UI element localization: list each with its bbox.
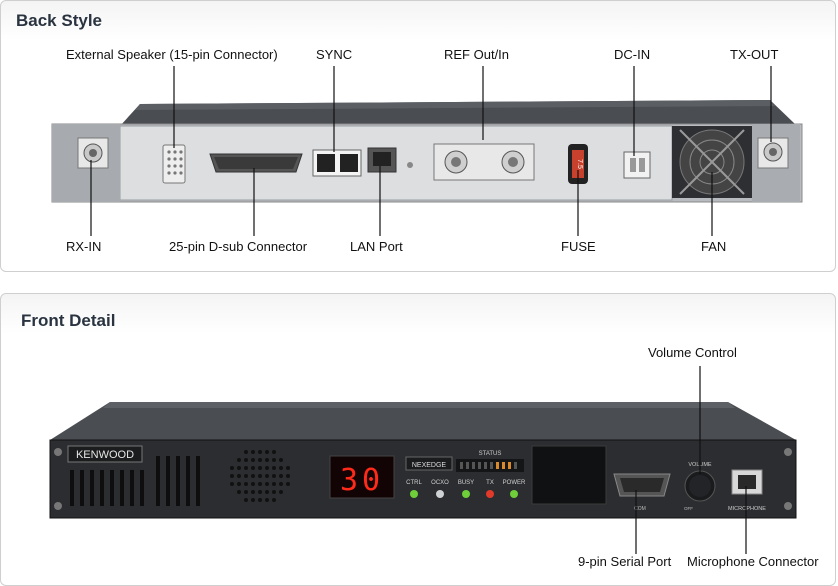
- lan-port-label: LAN Port: [350, 239, 403, 254]
- front-detail-title: Front Detail: [21, 311, 116, 330]
- status-bar-segment: [460, 462, 463, 469]
- fuse-value: 7.5: [576, 159, 583, 169]
- led-label-ocxo: OCXO: [431, 480, 449, 486]
- com-text: COM: [634, 506, 646, 512]
- back-leader-lines: [90, 66, 772, 236]
- front-chassis-top: [50, 402, 796, 440]
- back-style-title: Back Style: [16, 11, 102, 30]
- brand-text: KENWOOD: [76, 449, 134, 461]
- led-busy: [462, 490, 470, 498]
- nexedge-badge: [405, 456, 453, 471]
- indicator-leds: CTRL OCXO BUSY TX POWER: [406, 480, 526, 498]
- dc-in-connector: [623, 151, 651, 179]
- led-label-power: POWER: [503, 480, 526, 486]
- led-power: [510, 490, 518, 498]
- led-ctrl: [410, 490, 418, 498]
- sync-label: SYNC: [316, 47, 353, 62]
- fan-label: FAN: [701, 239, 727, 254]
- led-label-ctrl: CTRL: [406, 480, 422, 486]
- channel-display: [329, 455, 395, 499]
- off-text: OFF: [684, 506, 693, 511]
- front-vents: [70, 456, 200, 506]
- status-bar-segment: [514, 462, 517, 469]
- status-bar-segment: [502, 462, 505, 469]
- kenwood-badge: [67, 445, 143, 463]
- volume-control-label: Volume Control: [648, 345, 737, 360]
- nexedge-text: NEXEDGE: [412, 462, 447, 469]
- status-bar-segment: [478, 462, 481, 469]
- led-label-busy: BUSY: [458, 480, 474, 486]
- microphone-connector-label: Microphone Connector: [687, 554, 819, 569]
- ref-out-in-label: REF Out/In: [444, 47, 510, 62]
- status-bar-segment: [496, 462, 499, 469]
- display-digits: 30: [340, 463, 384, 498]
- status-text: STATUS: [479, 451, 502, 457]
- tx-out-label: TX-OUT: [730, 47, 779, 62]
- external-speaker-label: External Speaker (15-pin Connector): [66, 47, 278, 62]
- front-leader-lines: [635, 366, 747, 554]
- dsub-label: 25-pin D-sub Connector: [169, 239, 308, 254]
- status-bar-segment: [484, 462, 487, 469]
- dc-in-label: DC-IN: [614, 47, 651, 62]
- led-label-tx: TX: [486, 480, 494, 486]
- serial-port-label: 9-pin Serial Port: [578, 554, 672, 569]
- led-tx: [486, 490, 494, 498]
- mic-text: MICROPHONE: [728, 506, 766, 512]
- status-bar-segment: [490, 462, 493, 469]
- status-bar-segment: [466, 462, 469, 469]
- speaker-grille: [230, 450, 290, 502]
- rx-in-label: RX-IN: [66, 239, 102, 254]
- status-bar-segment: [472, 462, 475, 469]
- fuse-label: FUSE: [561, 239, 596, 254]
- front-dark-window: [531, 445, 607, 505]
- status-bar-segment: [508, 462, 511, 469]
- led-ocxo: [436, 490, 444, 498]
- front-face: [49, 439, 797, 519]
- rx-in-connector: [77, 137, 109, 169]
